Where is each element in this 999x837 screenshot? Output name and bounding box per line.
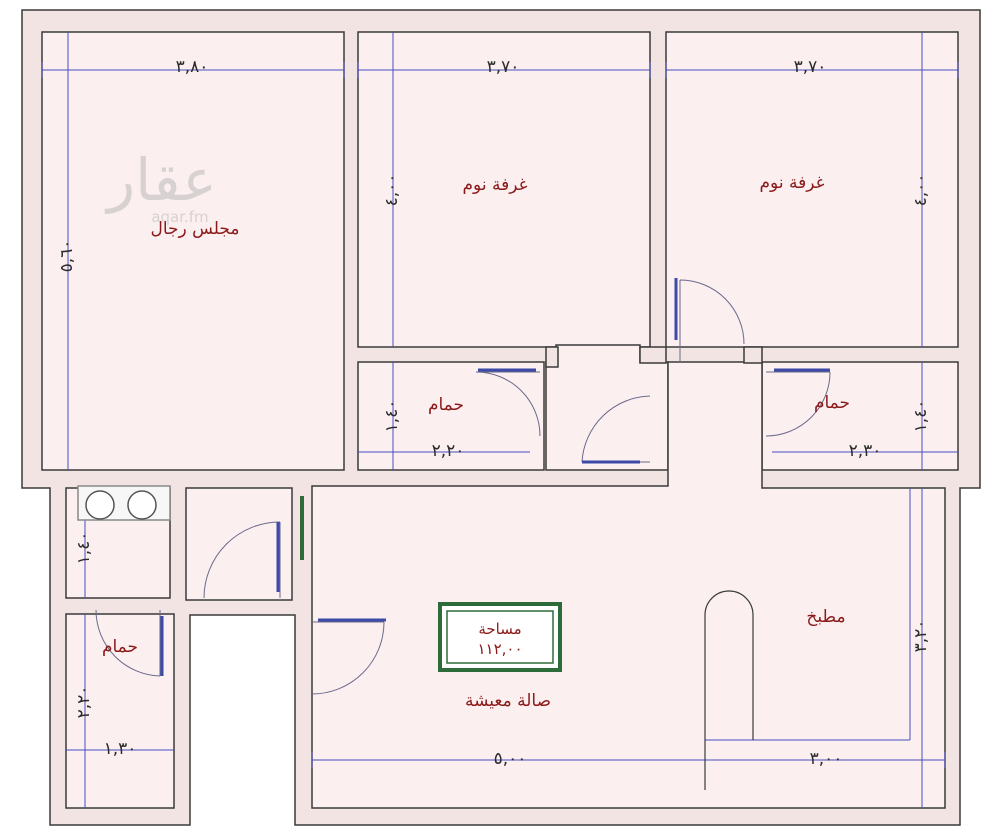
dim-bedroom1-width: ٣,٧٠	[487, 57, 520, 77]
dim-majlis-width: ٣,٨٠	[176, 57, 209, 77]
dim-bath3-height: ٢,٢٠	[74, 686, 94, 719]
watermark-brand: عقار	[104, 146, 217, 214]
dim-bath2-width: ٢,٣٠	[849, 441, 882, 461]
room-label-bath-3: حمام	[102, 637, 138, 657]
floor-majlis	[41, 31, 345, 471]
door-leaves	[160, 278, 830, 676]
watermark-site: aqar.fm	[151, 208, 208, 226]
room-label-living: صالة معيشة	[465, 691, 551, 711]
dim-kitchen-height: ٣,٢٠	[911, 620, 931, 653]
floor-bedroom-2	[665, 31, 959, 348]
area-label: مساحة	[478, 620, 521, 638]
room-label-bedroom-1: غرفة نوم	[463, 175, 528, 195]
room-label-kitchen: مطبخ	[806, 607, 845, 627]
door-bath-1	[475, 371, 541, 437]
dimension-lines	[41, 32, 959, 808]
watermark: عقار aqar.fm	[104, 146, 217, 226]
door-bath-3	[95, 609, 161, 677]
dim-bath3-width: ١,٣٠	[104, 739, 137, 759]
area-value: ١١٢,٠٠	[477, 640, 522, 658]
dim-bedroom2-width: ٣,٧٠	[794, 57, 827, 77]
floor-living	[311, 361, 946, 809]
room-label-bath-1: حمام	[428, 395, 464, 415]
area-box	[438, 602, 562, 672]
room-floors	[41, 31, 959, 809]
dim-living-width: ٥,٠٠	[494, 749, 527, 769]
door-bath-2	[765, 371, 831, 437]
door-entry	[203, 521, 281, 599]
room-label-majlis: مجلس رجال	[150, 219, 239, 239]
door-living	[311, 621, 385, 695]
dim-bath1-width: ٢,٢٠	[432, 441, 465, 461]
partitions	[545, 346, 763, 368]
floor-bedroom-1	[357, 31, 651, 348]
dim-bath2-height: ١,٤٠	[911, 400, 931, 433]
room-label-bedroom-2: غرفة نوم	[760, 173, 825, 193]
floor-bath-3	[65, 613, 175, 809]
kitchen-counter	[704, 590, 754, 790]
room-label-bath-2: حمام	[814, 393, 850, 413]
floor-entry	[185, 487, 293, 601]
dim-kitchen-width: ٣,٠٠	[810, 749, 843, 769]
washer-icon	[77, 485, 171, 521]
dim-bedroom2-height: ٤,٠٠	[911, 174, 931, 207]
dim-bedroom1-height: ٤,٠٠	[382, 174, 402, 207]
dim-laundry-height: ١,٤٠	[74, 532, 94, 565]
door-bedroom-2	[679, 279, 745, 362]
dim-majlis-height: ٥,٦٠	[57, 240, 77, 273]
dim-bath1-height: ١,٤٠	[382, 400, 402, 433]
